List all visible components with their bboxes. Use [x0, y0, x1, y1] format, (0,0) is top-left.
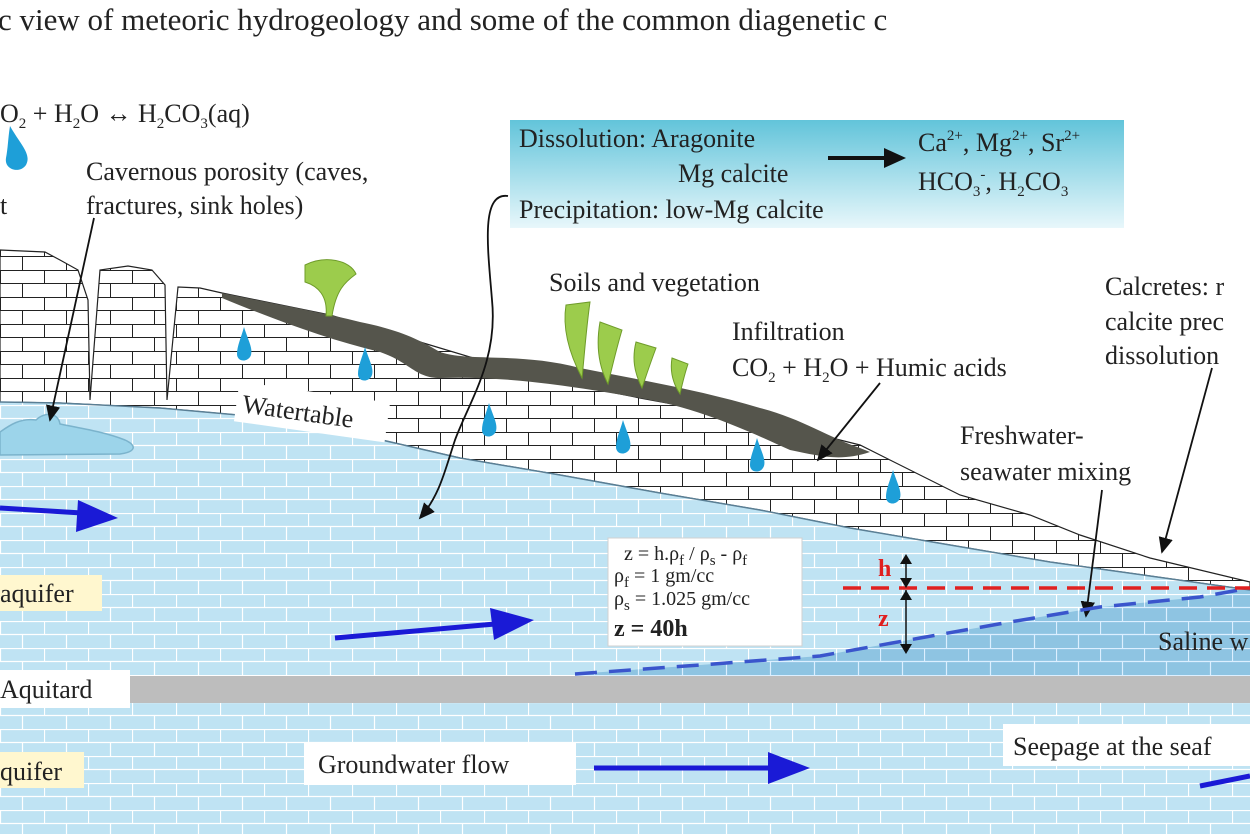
- water-drop-5: [750, 438, 765, 472]
- flow-arrow-middle: [334, 621, 496, 641]
- fragment-t: t: [0, 191, 8, 220]
- soil-layer: [222, 293, 870, 458]
- dissolution-label: Dissolution: Aragonite: [519, 124, 755, 153]
- formula-line-3: ρs = 1.025 gm/cc: [614, 588, 750, 614]
- formula-line-2: ρf = 1 gm/cc: [614, 565, 714, 591]
- aquifer-upper-label-bg: [0, 575, 102, 611]
- water-drop-2: [358, 347, 373, 381]
- water-drop-4: [616, 420, 631, 454]
- box-to-watertable-pointer: [418, 195, 509, 520]
- formula-result: z = 40h: [614, 616, 688, 642]
- seepage-label-bg: [1003, 724, 1250, 766]
- plant-3: [597, 321, 623, 386]
- freshwater-mixing-line-1: Freshwater-: [960, 421, 1084, 450]
- z-measure-arrow-top: [900, 590, 912, 600]
- plant-4: [633, 341, 657, 390]
- aquitard-layer: [0, 676, 1250, 703]
- cavernous-porosity-line-2: fractures, sink holes): [86, 191, 303, 220]
- mixing-pointer: [1080, 489, 1103, 618]
- flow-arrow-middle-head: [490, 608, 534, 640]
- plant-5: [670, 357, 689, 396]
- diagram-title: c view of meteoric hydrogeology and some…: [0, 2, 887, 37]
- water-drop-1: [237, 327, 252, 361]
- carbonic-acid-equation: O2 + H2O ↔ H2CO3(aq): [0, 99, 250, 132]
- h-measure-arrow-top: [900, 554, 912, 564]
- seepage-arrow: [1199, 773, 1250, 789]
- watertable-line: [0, 401, 1250, 591]
- reaction-arrow-head: [884, 148, 906, 168]
- water-drop-6: [886, 470, 901, 504]
- cavernous-porosity-line-1: Cavernous porosity (caves,: [86, 157, 368, 186]
- cavernous-pointer: [46, 217, 95, 422]
- reaction-box: [510, 120, 1124, 228]
- formula-box: [607, 537, 803, 647]
- calcretes-line-3: dissolution: [1105, 341, 1219, 370]
- infiltration-label: Infiltration: [732, 317, 845, 346]
- mg-calcite-label: Mg calcite: [678, 159, 788, 188]
- dissolved-ions-line-1: Ca2+, Mg2+, Sr2+: [918, 128, 1080, 157]
- flow-arrow-upper-left-head: [76, 500, 118, 532]
- seepage-label: Seepage at the seaf: [1013, 732, 1212, 761]
- aquifer-lower-label-bg: [0, 752, 84, 788]
- watertable-label-bg: [233, 381, 391, 443]
- h-measure-arrow-bottom: [900, 578, 912, 588]
- water-drop-top: [5, 126, 28, 170]
- groundwater-flow-label-bg: [304, 743, 576, 785]
- freshwater-mixing-line-2: seawater mixing: [960, 457, 1131, 486]
- flow-arrow-upper-left: [0, 505, 83, 516]
- soils-vegetation-label: Soils and vegetation: [549, 268, 760, 297]
- aquifer-upper-label: aquifer: [0, 579, 74, 608]
- infiltration-pointer: [816, 382, 881, 462]
- mixing-zone-dashed-line: [574, 586, 1250, 676]
- aquitard-label-bg: [0, 670, 130, 708]
- saline-water-label: Saline w: [1158, 627, 1248, 656]
- water-drop-3: [482, 403, 497, 437]
- formula-line-1: z = h.ρf / ρs - ρf: [624, 543, 747, 569]
- z-measure-arrow-bottom: [900, 644, 912, 654]
- dissolved-ions-line-2: HCO3-, H2CO3: [918, 167, 1068, 200]
- h-label: h: [878, 556, 891, 582]
- cave-pocket: [0, 413, 134, 456]
- plant-1: [304, 259, 357, 317]
- aquitard-label: Aquitard: [0, 675, 92, 704]
- groundwater-flow-label: Groundwater flow: [318, 750, 510, 779]
- flow-arrow-lower-head: [768, 752, 810, 784]
- calcretes-line-1: Calcretes: r: [1105, 272, 1224, 301]
- plant-2: [564, 301, 591, 380]
- infiltration-equation: CO2 + H2O + Humic acids: [732, 353, 1007, 386]
- precipitation-label: Precipitation: low-Mg calcite: [519, 195, 824, 224]
- aquifer-lower-label: quifer: [0, 757, 62, 786]
- z-label: z: [878, 606, 889, 632]
- saline-water-wedge: [575, 588, 1250, 676]
- calcrete-pointer: [1158, 367, 1213, 554]
- calcretes-line-2: calcite prec: [1105, 307, 1224, 336]
